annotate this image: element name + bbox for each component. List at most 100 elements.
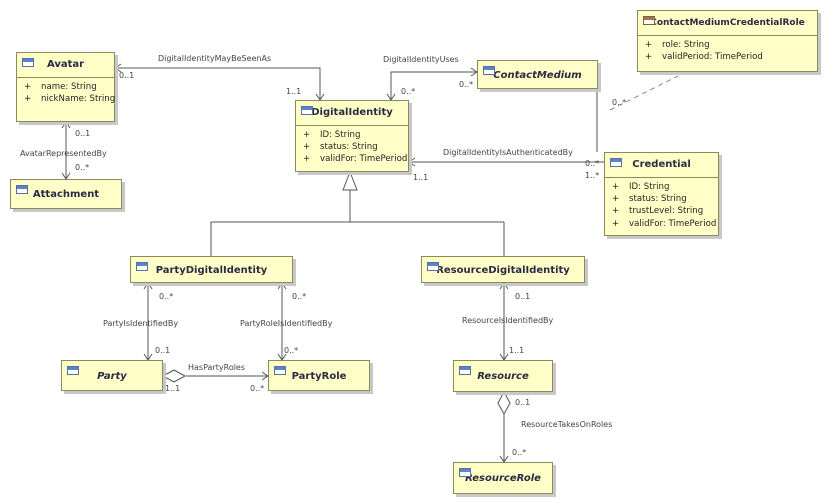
attribute-list: +role: String + validPeriod: TimePeriod <box>638 35 817 65</box>
connector-digital-identity-may-be-seen-as[interactable] <box>115 67 321 100</box>
class-icon <box>483 66 495 75</box>
class-contact-medium-credential-role[interactable]: ContactMediumCredentialRole +role: Strin… <box>637 10 818 72</box>
class-avatar[interactable]: Avatar +name: String + nickName: String <box>16 52 115 122</box>
visibility-marker: + <box>24 94 32 105</box>
arrowhead <box>143 282 153 290</box>
class-name: Attachment <box>32 189 100 200</box>
multiplicity-label: 1..1 <box>413 173 429 182</box>
attribute-text: trustLevel: String <box>629 206 704 217</box>
attribute: +name: String <box>17 81 114 93</box>
multiplicity-label: 0..* <box>250 384 265 393</box>
association-label: PartyIsIdentifiedBy <box>103 319 179 328</box>
association-label: PartyRoleIsIdentifiedBy <box>240 319 333 328</box>
visibility-marker: + <box>645 40 653 50</box>
arrowhead <box>61 121 71 129</box>
multiplicity-label: 0..* <box>401 87 416 96</box>
visibility-marker: + <box>303 154 311 165</box>
attribute-text: nickName: String <box>41 94 116 105</box>
class-header: Resource <box>454 361 552 393</box>
class-icon <box>459 366 471 375</box>
class-party-role[interactable]: PartyRole <box>268 360 370 391</box>
class-header: ResourceRole <box>454 463 552 495</box>
aggregation-diamond <box>161 369 187 383</box>
association-label: ResourceIsIdentifiedBy <box>462 316 554 325</box>
arrowhead <box>499 282 509 290</box>
attribute: +ID: String <box>296 129 408 141</box>
class-name: Party <box>97 371 127 382</box>
visibility-marker: + <box>612 206 620 217</box>
attribute: + status: String <box>605 193 718 205</box>
attribute-text: validPeriod: TimePeriod <box>662 52 763 63</box>
class-resource-digital-identity[interactable]: ResourceDigitalIdentity <box>421 256 585 283</box>
class-icon <box>136 262 148 271</box>
class-resource[interactable]: Resource <box>453 360 553 392</box>
class-resource-role[interactable]: ResourceRole <box>453 462 553 494</box>
class-icon <box>610 158 622 167</box>
class-name: Resource <box>477 371 529 382</box>
multiplicity-label: 0..1 <box>515 398 531 407</box>
attribute-list: +ID: String +status: String +validFor: T… <box>296 125 408 168</box>
multiplicity-label: 0..* <box>284 346 299 355</box>
attribute-text: ID: String <box>629 182 670 192</box>
class-attachment[interactable]: Attachment <box>10 179 122 209</box>
generalization-triangle <box>342 170 358 191</box>
attribute-text: status: String <box>320 142 378 153</box>
multiplicity-label: 0..* <box>459 80 474 89</box>
multiplicity-label: 0..* <box>159 292 174 301</box>
attribute: + validPeriod: TimePeriod <box>638 51 817 63</box>
class-icon <box>274 366 286 375</box>
attribute: +validFor: TimePeriod <box>605 218 718 230</box>
class-header: ResourceDigitalIdentity <box>422 257 584 284</box>
class-icon <box>22 58 34 67</box>
class-credential[interactable]: Credential +ID: String +status: String +… <box>604 152 719 236</box>
class-header: Party <box>62 361 162 392</box>
class-name: Avatar <box>46 59 85 70</box>
arrowhead <box>114 63 122 73</box>
class-header: ContactMediumCredentialRole <box>638 11 817 35</box>
visibility-marker: + <box>303 142 311 153</box>
class-icon <box>301 106 313 115</box>
multiplicity-label: 0..* <box>75 163 90 172</box>
attribute: + trustLevel: String <box>605 205 718 217</box>
attribute-list: +ID: String + status: String + trustLevel:… <box>605 177 718 232</box>
class-name: PartyRole <box>291 371 347 382</box>
class-name: Credential <box>632 159 691 170</box>
class-party[interactable]: Party <box>61 360 163 391</box>
arrowhead <box>408 157 416 167</box>
class-header: Attachment <box>11 180 121 210</box>
class-party-digital-identity[interactable]: PartyDigitalIdentity <box>130 256 293 283</box>
association-label: AvatarRepresentedBy <box>20 149 107 158</box>
attribute-text: validFor: TimePeriod <box>629 218 717 229</box>
connector-digital-identity-uses[interactable] <box>390 71 477 100</box>
association-label: DigitalIdentityUses <box>383 55 459 64</box>
attribute-text: status: String <box>629 194 687 205</box>
attribute: + nickName: String <box>17 93 116 105</box>
multiplicity-label: 0..1 <box>155 346 171 355</box>
class-name: ContactMedium <box>493 70 582 81</box>
visibility-marker: + <box>303 130 311 140</box>
class-header: PartyDigitalIdentity <box>131 257 292 284</box>
class-digital-identity[interactable]: DigitalIdentity +ID: String +status: Str… <box>295 100 409 172</box>
class-icon <box>16 185 28 194</box>
association-label: HasPartyRoles <box>188 363 246 372</box>
attribute: +role: String <box>638 39 817 51</box>
class-header: PartyRole <box>269 361 369 392</box>
class-contact-medium[interactable]: ContactMedium <box>477 60 598 89</box>
association-class-link[interactable] <box>609 75 679 111</box>
visibility-marker: + <box>612 194 620 205</box>
aggregation-diamond <box>497 390 511 416</box>
multiplicity-label: 0..* <box>585 159 600 168</box>
class-name: ResourceDigitalIdentity <box>436 265 570 276</box>
association-label: ResourceTakesOnRoles <box>521 420 613 429</box>
class-header: Avatar <box>17 53 114 77</box>
attribute: + status: String <box>296 141 408 153</box>
class-icon <box>67 366 79 375</box>
attribute-text: name: String <box>41 82 97 92</box>
multiplicity-label: 1..1 <box>165 384 181 393</box>
class-header: ContactMedium <box>478 61 597 90</box>
association-label: DigitalIdentityIsAuthenticatedBy <box>443 148 573 157</box>
attribute: +ID: String <box>605 181 718 193</box>
visibility-marker: + <box>645 52 653 63</box>
multiplicity-label: 1..1 <box>286 87 302 96</box>
